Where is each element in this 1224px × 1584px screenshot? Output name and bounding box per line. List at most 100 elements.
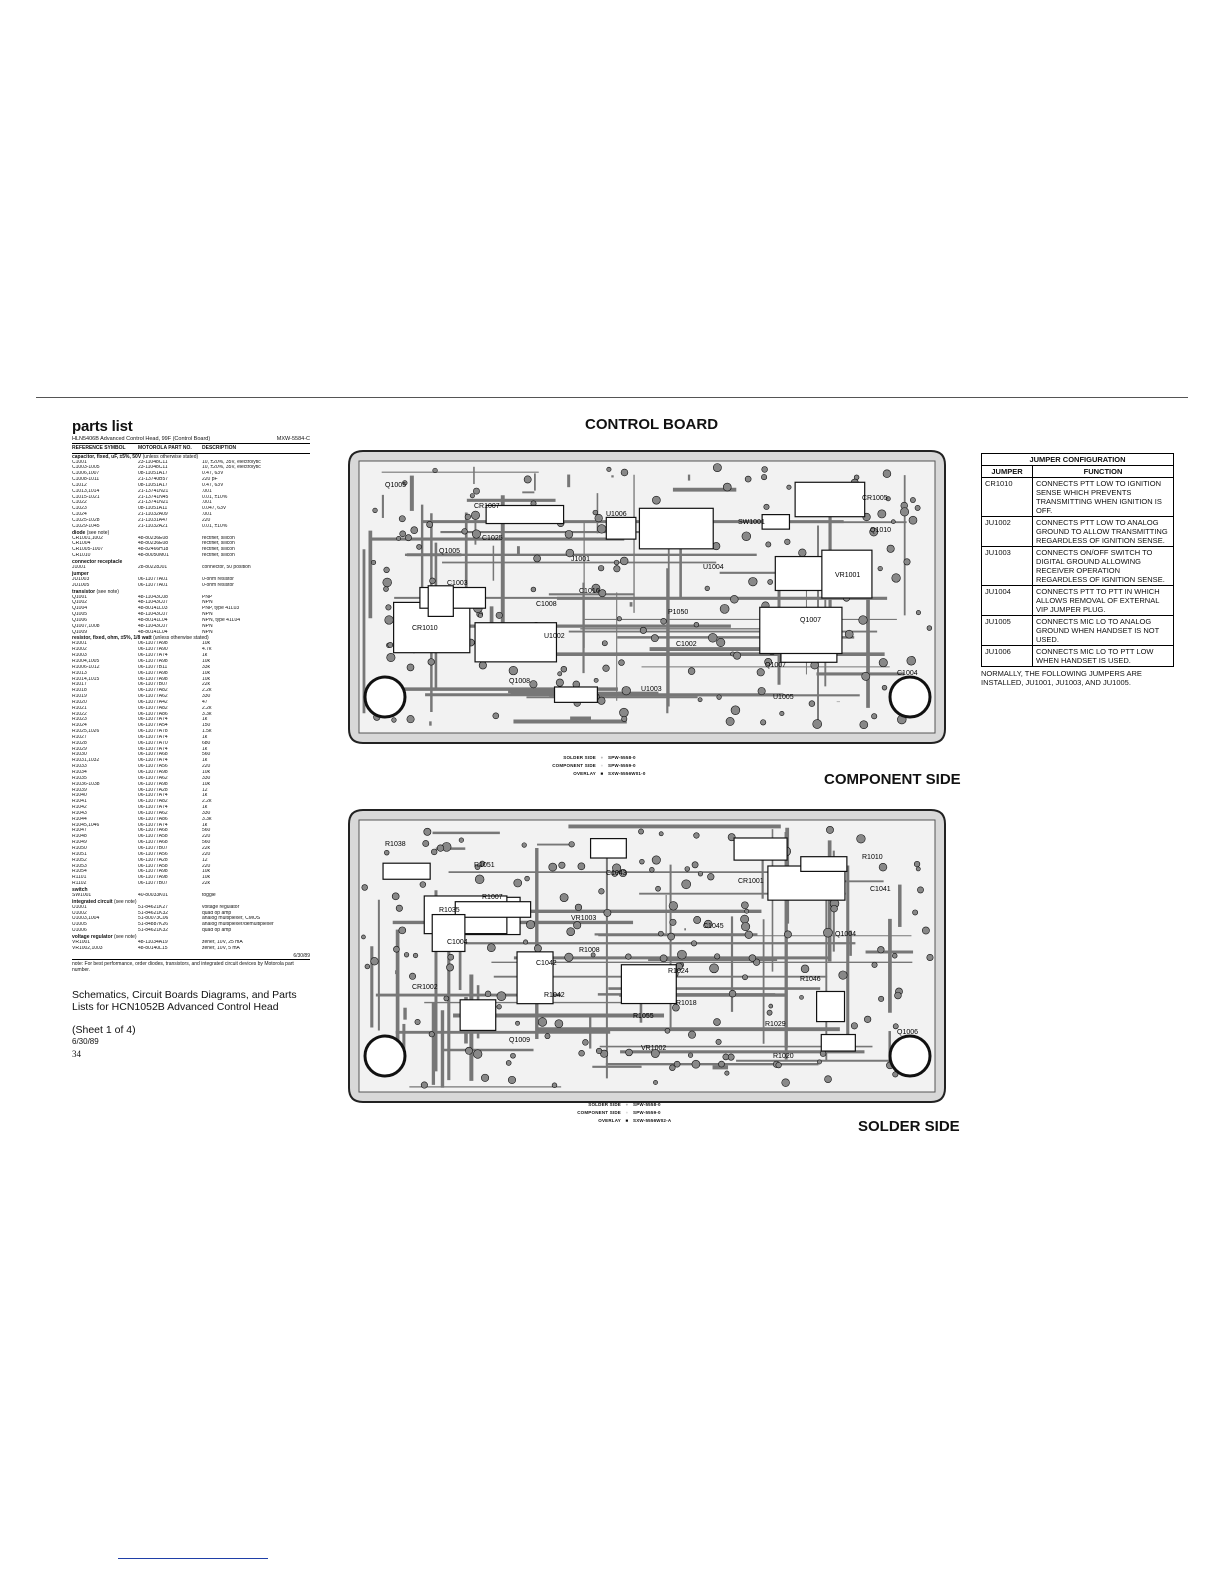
- reference-symbol: R1029: [72, 746, 87, 752]
- component-outline: [794, 481, 866, 518]
- part-description: 220: [202, 851, 211, 857]
- solder-pad: [601, 640, 608, 647]
- jumper-id: JU1006: [981, 645, 1033, 667]
- solder-pad: [559, 893, 569, 903]
- component-outline: [589, 837, 627, 859]
- solder-pad: [877, 509, 887, 519]
- parts-section-heading: integrated circuit (see note): [72, 899, 310, 905]
- legend-marker: ■: [600, 771, 604, 776]
- component-label: U1003: [641, 686, 662, 693]
- component-label: J1001: [571, 556, 590, 563]
- part-description: 1k: [202, 822, 208, 828]
- solder-pad: [530, 586, 537, 593]
- part-number: 06-11077A98: [138, 676, 168, 682]
- part-number: 23-11048C11: [138, 465, 168, 471]
- part-description: quad op amp: [202, 910, 232, 916]
- solder-pad: [673, 1060, 681, 1068]
- mounting-hole: [888, 675, 932, 719]
- solder-pad: [744, 908, 750, 914]
- component-outline: [516, 951, 554, 1005]
- section-condition-text: (see note): [86, 529, 110, 536]
- solder-pad: [405, 534, 412, 542]
- parts-section-heading: connector receptacle: [72, 559, 310, 565]
- part-number: 06-11077A74: [138, 822, 168, 828]
- solder-pad: [800, 964, 810, 974]
- solder-pad: [766, 1009, 773, 1016]
- solder-pad: [775, 1062, 782, 1069]
- solder-pad: [760, 719, 767, 726]
- component-label: R1024: [668, 968, 689, 975]
- solder-pad: [856, 834, 866, 844]
- solder-pad: [391, 892, 400, 901]
- jumper-id: CR1010: [981, 477, 1033, 517]
- jumper-id: JU1002: [981, 516, 1033, 547]
- solder-pad: [526, 920, 536, 930]
- jumper-table: JUMPER CONFIGURATION JUMPER FUNCTION CR1…: [981, 453, 1174, 667]
- solder-pad: [716, 694, 722, 700]
- jumper-id: JU1004: [981, 585, 1033, 616]
- solder-pad: [917, 886, 924, 894]
- part-description: 0.047, 63V: [202, 506, 227, 512]
- reference-symbol: C1008-1011: [72, 477, 100, 483]
- part-number: 21-13741N21: [138, 488, 169, 494]
- solder-pad: [385, 604, 392, 611]
- part-description: 10k: [202, 658, 211, 664]
- part-number: 48-11043C07: [138, 600, 168, 606]
- legend-code: SPW-5559-0: [608, 763, 636, 768]
- solder-pad: [619, 869, 628, 878]
- part-number: 06-11077A86: [138, 711, 168, 717]
- part-number: 21-11032A09: [138, 512, 168, 518]
- solder-pad: [426, 521, 434, 528]
- solder-pad: [606, 466, 612, 472]
- parts-section-heading: diode (see note): [72, 530, 310, 536]
- reference-symbol: C1025-1028: [72, 517, 100, 523]
- part-number: 06-11077A62: [138, 775, 168, 781]
- reference-symbol: R1013: [72, 670, 87, 676]
- solder-pad: [892, 953, 898, 959]
- component-label: CR1001: [738, 878, 764, 885]
- part-description: 220: [202, 517, 211, 523]
- reference-symbol: R1025,1026: [72, 729, 100, 735]
- reference-symbol: R1041: [72, 799, 87, 805]
- legend-code: SPW-5558-0: [633, 1102, 661, 1107]
- solder-pad: [458, 837, 464, 843]
- reference-symbol: CR1004: [72, 541, 91, 547]
- reference-symbol: Q1001: [72, 594, 88, 600]
- document-title: Schematics, Circuit Boards Diagrams, and…: [72, 988, 297, 1013]
- component-outline: [800, 856, 848, 872]
- solder-pad: [484, 990, 492, 998]
- legend-label: OVERLAY: [598, 1118, 621, 1123]
- part-description: 22k: [202, 682, 211, 688]
- component-outline: [620, 964, 677, 1005]
- reference-symbol: C1023: [72, 506, 87, 512]
- component-label: R1051: [474, 862, 495, 869]
- part-description: 220: [202, 764, 211, 770]
- solder-pad: [878, 658, 888, 668]
- section-condition-text: (see note): [113, 898, 137, 905]
- section-condition-text: (see note): [113, 933, 137, 940]
- solder-pad: [664, 1028, 671, 1034]
- solder-pad: [621, 686, 631, 696]
- part-number: 06-11077A42: [138, 699, 168, 705]
- solder-pad: [741, 531, 752, 541]
- part-description: NPN: [202, 623, 213, 629]
- part-description: 10k: [202, 641, 211, 647]
- solder-pad: [613, 559, 620, 566]
- solder-pad: [508, 665, 518, 676]
- solder-pad: [823, 927, 833, 938]
- part-number: 48-80141L04: [138, 617, 168, 623]
- solder-pad: [612, 863, 622, 873]
- part-description: 10, ±20%, 35V, electrolytic: [202, 465, 261, 471]
